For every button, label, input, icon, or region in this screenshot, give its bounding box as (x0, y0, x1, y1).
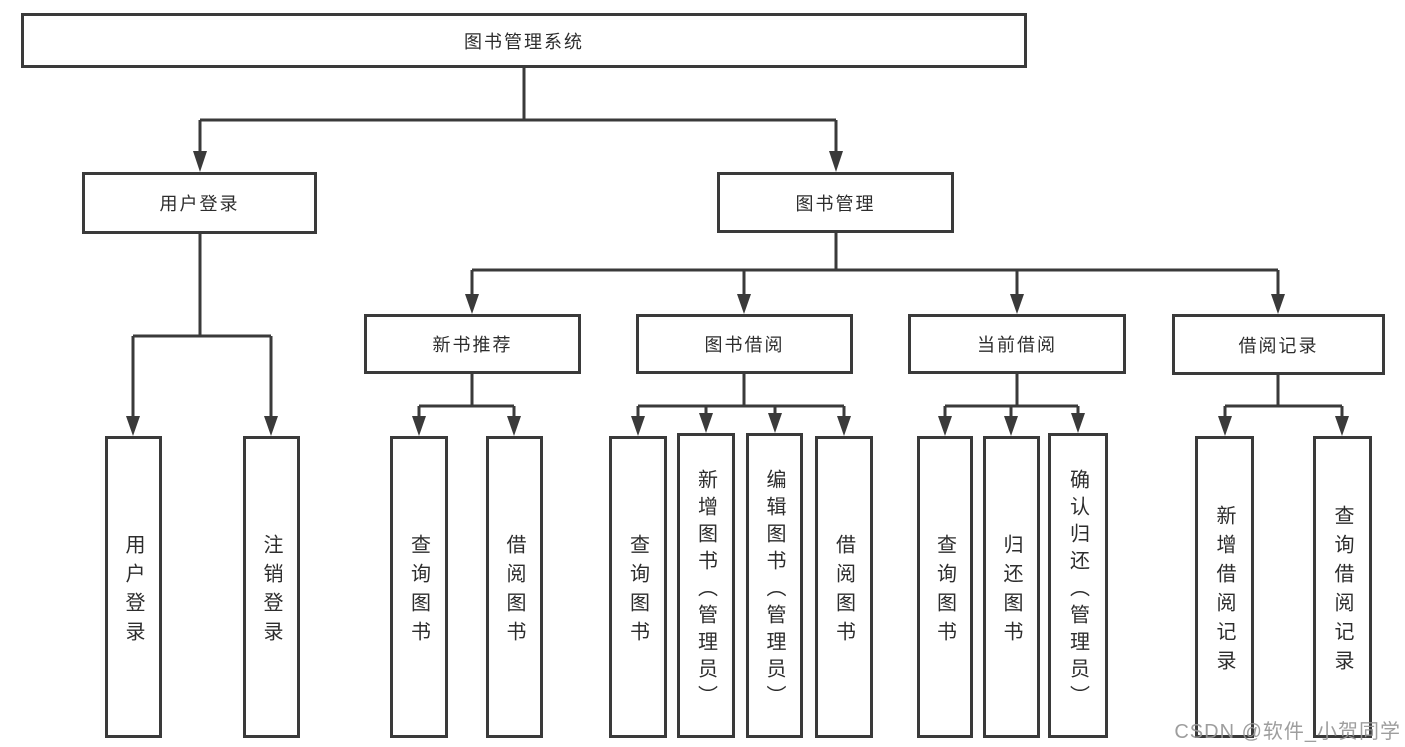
node-label: 用户登录 (159, 194, 240, 214)
node-borrow-records: 借阅记录 (1172, 314, 1385, 375)
leaf-label: 查询图书 (626, 533, 649, 650)
leaf-label: 注销登录 (260, 533, 282, 650)
leaf-add-book-admin: 新增图书（管理员） (677, 433, 735, 738)
node-label: 当前借阅 (977, 335, 1057, 355)
node-label: 图书借阅 (704, 335, 785, 355)
leaf-query-books-recommend: 查询图书 (390, 436, 448, 738)
leaf-label: 归还图书 (1000, 533, 1022, 650)
leaf-user-login: 用户登录 (105, 436, 162, 738)
leaf-label: 借阅图书 (503, 533, 525, 650)
csdn-watermark: CSDN @软件_小贺同学 (1174, 721, 1401, 743)
leaf-label: 新增借阅记录 (1213, 504, 1235, 679)
leaf-query-borrow-record: 查询借阅记录 (1313, 436, 1372, 738)
leaf-return-books: 归还图书 (983, 436, 1040, 738)
leaf-label: 查询图书 (933, 533, 956, 650)
leaf-label: 查询图书 (407, 533, 430, 650)
node-library-management-system: 图书管理系统 (21, 13, 1027, 68)
node-label: 图书管理系统 (464, 31, 584, 52)
leaf-borrow-books-recommend: 借阅图书 (486, 436, 543, 738)
leaf-edit-book-admin: 编辑图书（管理员） (746, 433, 803, 738)
leaf-label: 新增图书（管理员） (694, 468, 717, 712)
node-user-login: 用户登录 (82, 172, 317, 234)
node-label: 图书管理 (795, 193, 876, 214)
leaf-add-borrow-record: 新增借阅记录 (1195, 436, 1254, 738)
leaf-query-books-current: 查询图书 (917, 436, 973, 738)
node-book-management: 图书管理 (717, 172, 954, 233)
leaf-confirm-return-admin: 确认归还（管理员） (1048, 433, 1108, 738)
leaf-label: 借阅图书 (832, 533, 855, 650)
leaf-query-books-borrow: 查询图书 (609, 436, 667, 738)
node-label: 新书推荐 (432, 335, 513, 355)
node-new-book-recommend: 新书推荐 (364, 314, 581, 374)
leaf-borrow-books-borrow: 借阅图书 (815, 436, 873, 738)
leaf-label: 查询借阅记录 (1331, 504, 1353, 679)
node-label: 借阅记录 (1238, 335, 1319, 356)
node-book-borrow: 图书借阅 (636, 314, 853, 374)
leaf-logout: 注销登录 (243, 436, 300, 738)
leaf-label: 用户登录 (122, 533, 144, 650)
leaf-label: 编辑图书（管理员） (763, 468, 785, 712)
node-current-borrow: 当前借阅 (908, 314, 1126, 374)
leaf-label: 确认归还（管理员） (1066, 468, 1089, 712)
